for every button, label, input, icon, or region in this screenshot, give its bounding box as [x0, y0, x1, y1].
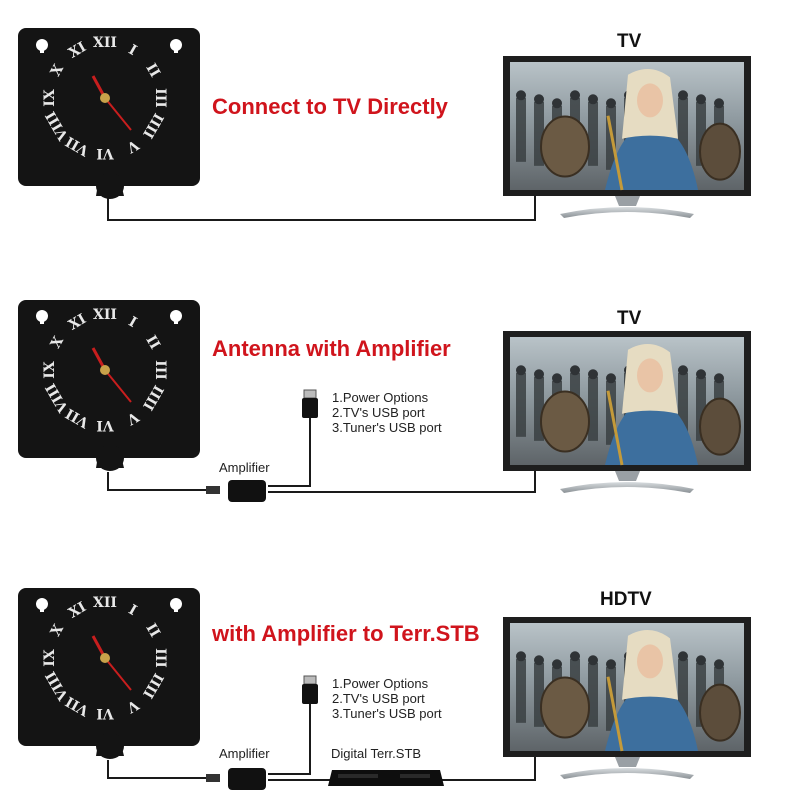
clock-numeral: XI — [66, 599, 89, 622]
clock-numeral: VI — [96, 145, 114, 161]
clock-numeral: III — [152, 360, 168, 380]
clock-numeral: IX — [42, 649, 58, 667]
amplifier-label: Amplifier — [219, 460, 270, 475]
television — [503, 56, 751, 218]
clock-center — [100, 653, 110, 663]
clock-numeral: IX — [42, 89, 58, 107]
panel-heading: Antenna with Amplifier — [212, 336, 451, 361]
clock-numeral: VI — [96, 417, 114, 433]
coax-cable — [107, 760, 208, 779]
amplifier-box — [228, 480, 266, 502]
clock-center — [100, 93, 110, 103]
coax-plug — [206, 774, 220, 782]
usb-connector — [302, 389, 318, 418]
clock-hand — [104, 97, 132, 131]
tv-label: TV — [617, 31, 642, 52]
clock-numeral: XII — [93, 595, 117, 611]
amplifier-box — [228, 768, 266, 790]
clock-numeral: III — [152, 88, 168, 108]
clock-hand — [104, 657, 132, 691]
tv-label: HDTV — [600, 589, 652, 610]
power-option-1: 1.Power Options — [332, 676, 429, 691]
clock-numeral: IX — [42, 361, 58, 379]
usb-cable — [268, 418, 311, 487]
television — [503, 617, 751, 779]
coax-cable — [268, 470, 536, 493]
clock-numeral: XII — [93, 307, 117, 323]
tv-screen-image — [516, 629, 741, 752]
clock-hand — [104, 369, 132, 403]
panel-heading: with Amplifier to Terr.STB — [211, 621, 480, 646]
tv-screen-image — [516, 343, 741, 466]
television — [503, 331, 751, 493]
coax-cable — [107, 472, 208, 491]
usb-connector — [302, 675, 318, 704]
clock-numeral: XI — [66, 39, 89, 62]
coax-cable — [107, 196, 536, 221]
panel-heading: Connect to TV Directly — [212, 94, 449, 119]
set-top-box — [328, 770, 444, 786]
stb-label: Digital Terr.STB — [331, 746, 421, 761]
clock-numeral: III — [152, 648, 168, 668]
coax-cable — [440, 756, 536, 781]
tv-screen-image — [516, 68, 741, 191]
power-option-2: 2.TV's USB port — [332, 691, 425, 706]
tv-label: TV — [617, 308, 642, 329]
coax-plug — [206, 486, 220, 494]
power-option-2: 2.TV's USB port — [332, 405, 425, 420]
clock-numeral: VI — [96, 705, 114, 721]
clock-numeral: XII — [93, 35, 117, 51]
amplifier-label: Amplifier — [219, 746, 270, 761]
clock-center — [100, 365, 110, 375]
power-option-3: 3.Tuner's USB port — [332, 420, 442, 435]
usb-cable — [268, 704, 311, 775]
clock-numeral: XI — [66, 311, 89, 334]
power-option-1: 1.Power Options — [332, 390, 429, 405]
power-option-3: 3.Tuner's USB port — [332, 706, 442, 721]
